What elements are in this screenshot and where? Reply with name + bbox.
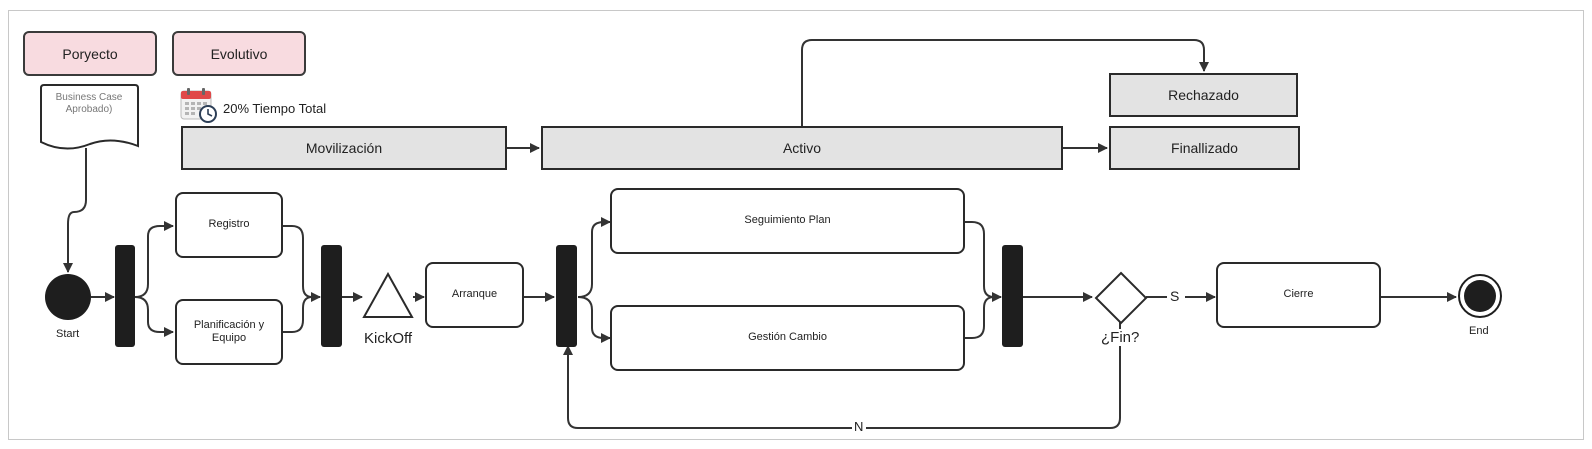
connector-bar3-to-gestion xyxy=(577,296,611,343)
task-arranque: Arranque xyxy=(425,262,524,328)
decision-label: ¿Fin? xyxy=(1100,329,1141,346)
fork-bar-1 xyxy=(115,245,135,347)
connector-seguimiento-to-bar4 xyxy=(965,221,1002,302)
decision-diamond xyxy=(1094,271,1148,325)
phase-movilizacion: Movilización xyxy=(181,126,507,170)
phase-activo-label: Activo xyxy=(782,140,822,156)
connector-bar1-to-planificacion xyxy=(134,296,174,337)
phase-rechazado: Rechazado xyxy=(1109,73,1298,117)
kickoff-triangle xyxy=(362,272,414,318)
end-label: End xyxy=(1469,325,1489,337)
connector-registro-to-bar2 xyxy=(283,225,321,302)
task-arranque-label: Arranque xyxy=(451,288,498,301)
join-bar-4 xyxy=(1002,245,1023,347)
decision-yes-label: S xyxy=(1170,288,1180,304)
task-gestion-label: Gestión Cambio xyxy=(748,331,827,344)
phase-movilizacion-label: Movilización xyxy=(305,140,383,156)
phase-rechazado-label: Rechazado xyxy=(1168,87,1239,103)
task-seguimiento-label: Seguimiento Plan xyxy=(744,214,831,227)
tag-proyecto: Poryecto xyxy=(23,31,157,76)
task-gestion: Gestión Cambio xyxy=(610,305,965,371)
fork-bar-3 xyxy=(556,245,577,347)
kickoff-label: KickOff xyxy=(364,330,413,347)
document-shape xyxy=(40,84,139,150)
start-label: Start xyxy=(56,328,80,340)
task-planificacion-label: Planificación y Equipo xyxy=(193,318,265,344)
document-text: Business Case Aprobado) xyxy=(55,92,123,115)
tag-evolutivo-label: Evolutivo xyxy=(210,45,268,62)
task-registro-label: Registro xyxy=(208,218,250,231)
connector-activo-to-rechazado xyxy=(801,39,1209,126)
connector-decision-no-loop xyxy=(568,322,1121,429)
start-node xyxy=(45,274,91,320)
connector-planificacion-to-bar2 xyxy=(283,296,313,333)
tag-proyecto-label: Poryecto xyxy=(62,45,118,62)
task-planificacion: Planificación y Equipo xyxy=(175,299,283,365)
connector-gestion-to-bar4 xyxy=(965,296,995,339)
join-bar-2 xyxy=(321,245,342,347)
calendar-clock-icon xyxy=(180,88,217,123)
connector-bar1-to-registro xyxy=(134,221,174,298)
task-cierre-label: Cierre xyxy=(1283,288,1314,301)
end-node xyxy=(1458,274,1502,318)
tag-evolutivo: Evolutivo xyxy=(172,31,306,76)
connector-doc-to-start xyxy=(63,148,87,273)
phase-finalizado: Finallizado xyxy=(1109,126,1300,170)
phase-activo: Activo xyxy=(541,126,1063,170)
decision-no-label: N xyxy=(854,419,864,434)
task-seguimiento: Seguimiento Plan xyxy=(610,188,965,254)
connector-bar3-to-seguimiento xyxy=(577,217,611,298)
diagram-frame xyxy=(8,10,1584,440)
phase-finalizado-label: Finallizado xyxy=(1171,140,1238,156)
task-cierre: Cierre xyxy=(1216,262,1381,328)
timing-label: 20% Tiempo Total xyxy=(223,101,327,116)
task-registro: Registro xyxy=(175,192,283,258)
